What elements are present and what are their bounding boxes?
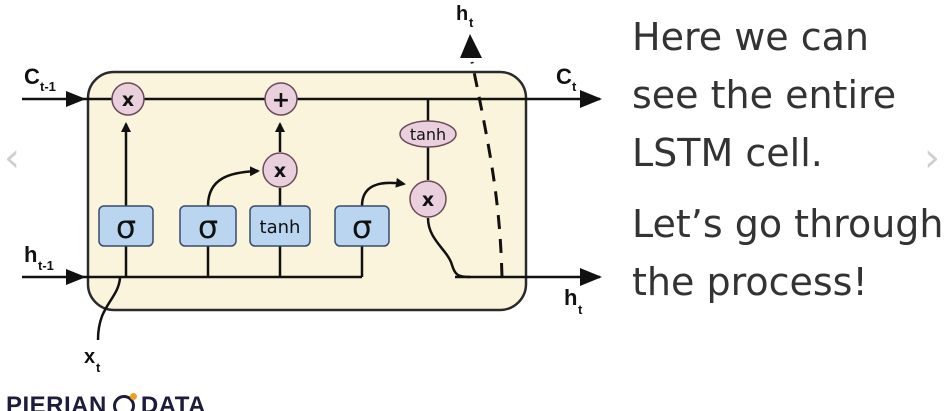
output-gate-label: σ xyxy=(352,208,372,246)
candidate-gate: tanh xyxy=(249,205,311,247)
label-c-prev: C t-1 xyxy=(24,64,56,94)
intro-line-3: LSTM cell. xyxy=(632,131,823,175)
h-top-dashed xyxy=(470,61,504,278)
chevron-right-icon[interactable]: › xyxy=(924,135,940,181)
label-h-prev: h t-1 xyxy=(24,242,54,273)
x-input-curve xyxy=(96,277,122,341)
logo-text-left: PIERIAN xyxy=(6,392,107,411)
input-multiply-op: x xyxy=(262,152,298,188)
slide-text-process: Let’s go through the process! xyxy=(632,195,944,311)
svg-text:h: h xyxy=(456,3,468,25)
input-multiply-symbol: x xyxy=(274,160,286,182)
output-multiply-op: x xyxy=(409,180,447,218)
svg-text:h: h xyxy=(24,242,37,267)
svg-text:t: t xyxy=(96,360,101,375)
add-op: + xyxy=(264,82,298,116)
svg-text:C: C xyxy=(24,64,40,89)
svg-text:h: h xyxy=(564,285,577,310)
chevron-left-icon[interactable]: ‹ xyxy=(4,135,20,181)
forget-gate: σ xyxy=(98,205,154,247)
cell-tanh-label: tanh xyxy=(410,125,446,144)
svg-text:t-1: t-1 xyxy=(38,258,54,273)
h-prev-arrowhead xyxy=(66,269,86,285)
svg-text:x: x xyxy=(84,346,95,368)
intro-line-1: Here we can xyxy=(632,15,869,59)
forget-multiply-symbol: x xyxy=(122,89,134,111)
label-h-top: h t xyxy=(456,3,474,30)
c-prev-arrowhead xyxy=(66,91,86,107)
output-gate-output xyxy=(360,177,406,207)
svg-text:t-1: t-1 xyxy=(40,79,56,94)
pierian-data-logo: PIERIAN DATA xyxy=(6,392,206,411)
forget-multiply-op: x xyxy=(111,82,145,116)
output-multiply-symbol: x xyxy=(422,189,434,211)
process-line-1: Let’s go through xyxy=(632,202,944,246)
output-gate: σ xyxy=(334,205,390,247)
forget-gate-label: σ xyxy=(116,208,136,246)
input-gate-output xyxy=(206,166,260,207)
svg-text:t: t xyxy=(469,15,474,30)
h-top-arrowhead xyxy=(460,34,482,58)
label-c-next: C t xyxy=(556,64,577,94)
logo-text-right: DATA xyxy=(140,392,206,411)
slide-text-intro: Here we can see the entire LSTM cell. xyxy=(632,8,896,182)
cell-tanh-op: tanh xyxy=(399,120,457,148)
lstm-diagram: σ σ tanh σ x + x tanh x C t-1 C t xyxy=(22,3,602,375)
add-symbol: + xyxy=(272,88,290,113)
process-line-2: the process! xyxy=(632,260,868,304)
label-x-in: x t xyxy=(84,346,101,375)
output-mult-to-hidden xyxy=(426,217,471,279)
intro-line-2: see the entire xyxy=(632,73,897,117)
logo-ring-icon xyxy=(112,393,137,411)
input-gate: σ xyxy=(179,205,237,247)
candidate-gate-label: tanh xyxy=(260,217,301,238)
svg-text:t: t xyxy=(572,79,577,94)
svg-text:C: C xyxy=(556,64,572,89)
lstm-cell-box xyxy=(86,70,528,312)
input-gate-label: σ xyxy=(198,208,218,246)
label-h-out: h t xyxy=(564,285,583,317)
svg-text:t: t xyxy=(578,302,583,317)
